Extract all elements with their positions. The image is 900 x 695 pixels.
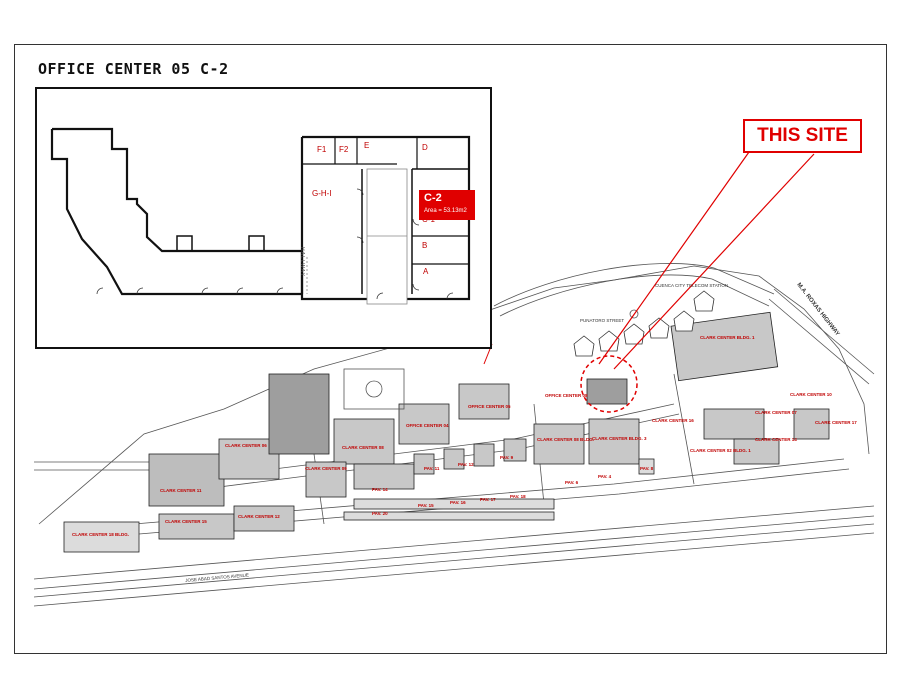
building-right-1 [703,408,765,440]
site-highlight-circle [580,355,638,413]
site-boundary [38,265,870,525]
building-cc09 [305,461,347,498]
label-cc07: CLARK CENTER 07 [755,410,797,415]
label-pav18: PAV. 18 [510,494,526,499]
room-c2-label: C-2 [424,192,442,204]
this-site-callout: THIS SITE [743,119,862,153]
pav-blocks-3 [473,443,495,467]
wing-outline [52,129,302,294]
site-map [33,151,875,607]
label-cc10: CLARK CENTER 10 [790,392,832,397]
room-a: A [423,267,429,276]
label-pav11: PAV. 11 [424,466,440,471]
label-cc06: CLARK CENTER 06 [225,443,267,448]
room-c2-highlight: C-2 Area = 53.13m2 [419,190,475,220]
pav-row [353,498,555,510]
floor-plan-drawing [50,127,471,305]
label-oc08: OFFICE CENTER 08 [545,393,588,398]
roundabout [629,309,639,319]
label-cc02: CLARK CENTER 02 BLDG. 1 [690,448,751,453]
pav-blocks-1 [413,453,435,475]
label-cc08bldg: CLARK CENTER 08 BLDG. [537,437,595,442]
building-cc12 [233,505,295,532]
room-e: E [364,141,370,150]
label-oc04: OFFICE CENTER 04 [406,423,449,428]
room-f1: F1 [317,145,327,154]
label-pav20: PAV. 20 [372,511,388,516]
label-cc17: CLARK CENTER 17 [815,420,857,425]
building-right-2 [733,438,780,465]
page-title: OFFICE CENTER 05 C-2 [38,60,229,78]
pav-blocks-4 [503,438,527,462]
label-cc16: CLARK CENTER 16 [652,418,694,423]
room-b: B [422,241,428,250]
building-right-3 [793,408,830,440]
highway [773,288,875,375]
room-f2: F2 [339,145,349,154]
label-pav9: PAV. 9 [500,455,514,460]
label-cc12: CLARK CENTER 12 [238,514,280,519]
label-cc08: CLARK CENTER 08 [342,445,384,450]
building-cc15 [158,513,235,540]
label-pav4: PAV. 4 [598,474,612,479]
callout-line-1 [613,153,815,370]
building-oc04 [398,403,450,445]
building-oc05b [458,383,510,420]
label-pav15: PAV. 15 [418,503,434,508]
room-c2-area: Area = 53.13m2 [424,208,467,214]
building-cc11 [148,453,225,507]
floor-plan-inset: F1 F2 E D G-H-I C-1 B A C-2 Area = 53.13… [35,87,492,349]
label-cc09: CLARK CENTER 09 [305,466,347,471]
pav-blocks-2 [443,448,465,470]
room-d: D [422,143,428,152]
pav-right [638,458,655,475]
building-oc08 [353,463,415,490]
building-cc08bldg [533,423,585,465]
field [343,368,405,410]
street-punatoro: PUNATORO STREET [580,318,625,323]
punatoro-street [493,263,775,307]
label-pav16: PAV. 16 [450,500,466,505]
callout-line-2 [598,151,750,365]
road-bottom-4 [33,532,875,607]
label-cc15: CLARK CENTER 15 [165,519,207,524]
building-left-block [268,373,330,455]
label-oc05: OFFICE CENTER 05 [468,404,511,409]
label-cc14: CLARK CENTER 14 [755,437,797,442]
building-cc-bldg1 [670,311,779,382]
label-pav14: PAV. 14 [372,487,388,492]
label-cc11: CLARK CENTER 11 [160,488,202,493]
label-cc-bldg3: CLARK CENTER BLDG. 3 [592,436,647,441]
road-bottom-1 [33,505,875,580]
hallway-label: HALLWAY [299,247,305,277]
street-entrance: CUENCA CITY TELECOM STATION [655,283,729,288]
building-cc08 [333,418,395,465]
label-pav17: PAV. 17 [480,497,496,502]
building-cc18 [63,521,140,553]
building-this-site [586,378,628,405]
pav-row-2 [343,511,555,521]
label-cc18: CLARK CENTER 18 BLDG. [72,532,130,537]
label-pav12: PAV. 12 [458,462,474,467]
building-cc-bldg3 [588,418,640,465]
label-pav8: PAV. 8 [640,466,654,471]
road-bottom-3 [33,523,875,598]
label-cc-bldg1: CLARK CENTER BLDG. 1 [700,335,755,340]
label-pav6: PAV. 6 [565,480,579,485]
room-ghi: G-H-I [312,189,332,198]
corridor [366,168,408,305]
road-bottom-2 [33,515,875,590]
